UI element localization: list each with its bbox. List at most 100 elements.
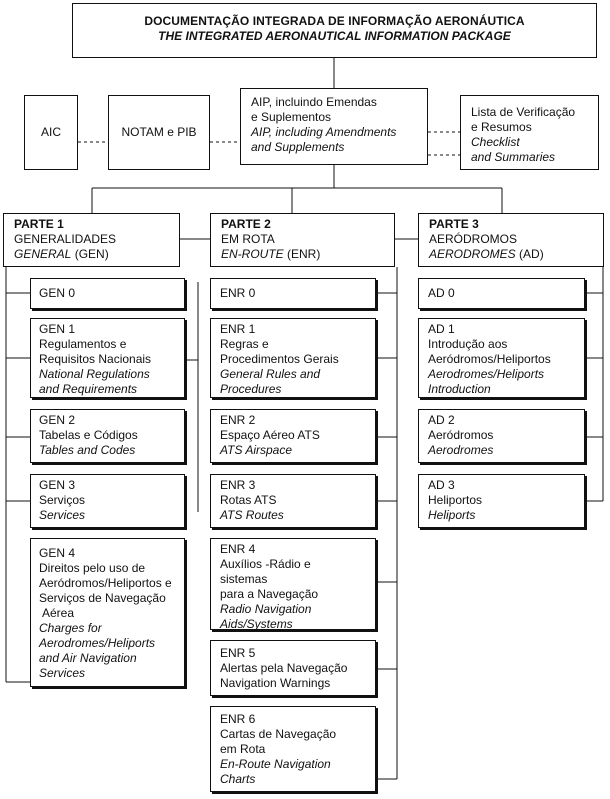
checklist-label-en-1: Checklist — [471, 135, 520, 149]
gen3-pt-1: Serviços — [39, 493, 86, 507]
enr2-pt-1: Espaço Aéreo ATS — [220, 428, 320, 442]
title-english: THE INTEGRATED AERONAUTICAL INFORMATION … — [158, 29, 511, 43]
ad1-code: AD 1 — [428, 322, 455, 336]
checklist-label-en-2: and Summaries — [471, 150, 556, 164]
enr1-code: ENR 1 — [220, 322, 256, 336]
part2-name-en: EN-ROUTE — [221, 247, 284, 261]
enr1-pt-2: Procedimentos Gerais — [220, 352, 339, 366]
enr1-box: ENR 1 Regras e Procedimentos Gerais Gene… — [210, 318, 376, 398]
enr6-box: ENR 6 Cartas de Navegação em Rota En-Rou… — [210, 706, 376, 792]
notam-label: NOTAM e PIB — [121, 125, 197, 139]
part1-name-en: GENERAL — [14, 247, 72, 261]
ad1-en-1: Aerodromes/Heliports — [428, 367, 545, 381]
gen4-code: GEN 4 — [39, 546, 76, 560]
enr5-code: ENR 5 — [220, 646, 256, 660]
package-title-box: DOCUMENTAÇÃO INTEGRADA DE INFORMAÇÃO AER… — [72, 3, 597, 58]
ad1-box: AD 1 Introdução aos Aeródromos/Heliporto… — [418, 318, 585, 398]
gen1-box: GEN 1 Regulamentos e Requisitos Nacionai… — [30, 318, 185, 398]
enr6-pt-1: Cartas de Navegação — [220, 727, 337, 741]
enr3-box: ENR 3 Rotas ATS ATS Routes — [210, 474, 376, 528]
notam-pib-box: NOTAM e PIB — [108, 95, 210, 170]
enr4-en-2: Aids/Systems — [220, 617, 293, 631]
ad0-code: AD 0 — [428, 286, 455, 300]
title-portuguese: DOCUMENTAÇÃO INTEGRADA DE INFORMAÇÃO AER… — [144, 14, 525, 28]
part3-header: PARTE 3 AERÓDROMOS AERODROMES (AD) — [418, 213, 604, 267]
ad2-pt-1: Aeródromos — [428, 428, 494, 442]
ad1-en-2: Introduction — [428, 382, 491, 396]
part3-name-en: AERODROMES — [429, 247, 516, 261]
aic-label: AIC — [40, 125, 61, 139]
gen3-code: GEN 3 — [39, 478, 76, 492]
enr2-box: ENR 2 Espaço Aéreo ATS ATS Airspace — [210, 409, 376, 463]
part2-code: (ENR) — [283, 247, 321, 261]
part2-header: PARTE 2 EM ROTA EN-ROUTE (ENR) — [210, 213, 395, 267]
gen3-en-1: Services — [39, 508, 86, 522]
enr3-pt-1: Rotas ATS — [220, 493, 277, 507]
gen4-en-3: and Air Navigation — [39, 651, 137, 665]
gen2-pt-1: Tabelas e Códigos — [39, 428, 138, 442]
gen4-pt-4: Aérea — [42, 606, 75, 620]
enr6-en-1: En-Route Navigation — [220, 757, 331, 771]
aip-label-pt-1: AIP, incluindo Emendas — [251, 95, 377, 109]
enr6-pt-2: em Rota — [220, 742, 266, 756]
ad2-box: AD 2 Aeródromos Aerodromes — [418, 409, 585, 463]
part1-header: PARTE 1 GENERALIDADES GENERAL (GEN) — [3, 213, 180, 267]
aip-label-en-2: and Supplements — [251, 140, 345, 154]
ad3-pt-1: Heliportos — [428, 493, 483, 507]
gen1-pt-1: Regulamentos e — [39, 337, 127, 351]
gen4-en-1: Charges for — [39, 621, 102, 635]
gen1-en-1: National Regulations — [39, 367, 150, 381]
gen4-pt-3: Serviços de Navegação — [39, 591, 166, 605]
ad3-code: AD 3 — [428, 478, 455, 492]
enr0-box: ENR 0 — [210, 278, 376, 309]
enr4-en-1: Radio Navigation — [220, 602, 312, 616]
enr6-en-2: Charts — [220, 772, 256, 786]
enr4-code: ENR 4 — [220, 542, 256, 556]
checklist-box: Lista de Verificação e Resumos Checklist… — [460, 95, 599, 170]
gen4-box: GEN 4 Direitos pelo uso de Aeródromos/He… — [30, 538, 185, 687]
part2-title: PARTE 2 — [221, 217, 271, 231]
enr5-box: ENR 5 Alertas pela Navegação Navigation … — [210, 640, 376, 696]
ad3-en-1: Heliports — [428, 508, 476, 522]
ad1-pt-1: Introdução aos — [428, 337, 508, 351]
aip-label-en-1: AIP, including Amendments — [251, 125, 397, 139]
gen4-pt-1: Direitos pelo uso de — [39, 561, 146, 575]
enr5-pt-2: Navigation Warnings — [220, 676, 331, 690]
checklist-label-pt-1: Lista de Verificação — [471, 105, 576, 119]
gen0-code: GEN 0 — [39, 286, 76, 300]
part2-name-pt: EM ROTA — [221, 232, 275, 246]
gen1-en-2: and Requirements — [39, 382, 138, 396]
aip-label-pt-2: e Suplementos — [251, 110, 332, 124]
gen2-box: GEN 2 Tabelas e Códigos Tables and Codes — [30, 409, 185, 463]
gen0-box: GEN 0 — [30, 278, 185, 309]
enr5-pt-1: Alertas pela Navegação — [220, 661, 348, 675]
aip-box: AIP, incluindo Emendas e Suplementos AIP… — [240, 88, 428, 165]
ad1-pt-2: Aeródromos/Heliportos — [428, 352, 551, 366]
enr4-pt-2: sistemas — [220, 572, 268, 586]
part3-name-pt: AERÓDROMOS — [429, 232, 518, 246]
enr3-en-1: ATS Routes — [220, 508, 284, 522]
ad2-en-1: Aerodromes — [428, 443, 494, 457]
gen3-box: GEN 3 Serviços Services — [30, 474, 185, 528]
enr2-en-1: ATS Airspace — [220, 443, 293, 457]
enr4-box: ENR 4 Auxílios -Rádio e sistemas para a … — [210, 538, 376, 631]
aic-box: AIC — [24, 95, 78, 170]
part3-code: (AD) — [515, 247, 544, 261]
gen1-code: GEN 1 — [39, 322, 76, 336]
enr0-code: ENR 0 — [220, 286, 256, 300]
gen4-en-2: Aerodromes/Heliports — [39, 636, 156, 650]
gen1-pt-2: Requisitos Nacionais — [39, 352, 152, 366]
part3-title: PARTE 3 — [429, 217, 479, 231]
enr2-code: ENR 2 — [220, 413, 256, 427]
enr1-en-1: General Rules and — [220, 367, 321, 381]
part1-code: (GEN) — [71, 247, 109, 261]
enr4-pt-1: Auxílios -Rádio e — [220, 557, 311, 571]
part1-name-pt: GENERALIDADES — [14, 232, 117, 246]
ad2-code: AD 2 — [428, 413, 455, 427]
ad3-box: AD 3 Heliportos Heliports — [418, 474, 585, 528]
enr1-pt-1: Regras e — [220, 337, 269, 351]
enr4-pt-3: para a Navegação — [220, 587, 319, 601]
enr1-en-2: Procedures — [220, 382, 282, 396]
part1-title: PARTE 1 — [14, 217, 64, 231]
